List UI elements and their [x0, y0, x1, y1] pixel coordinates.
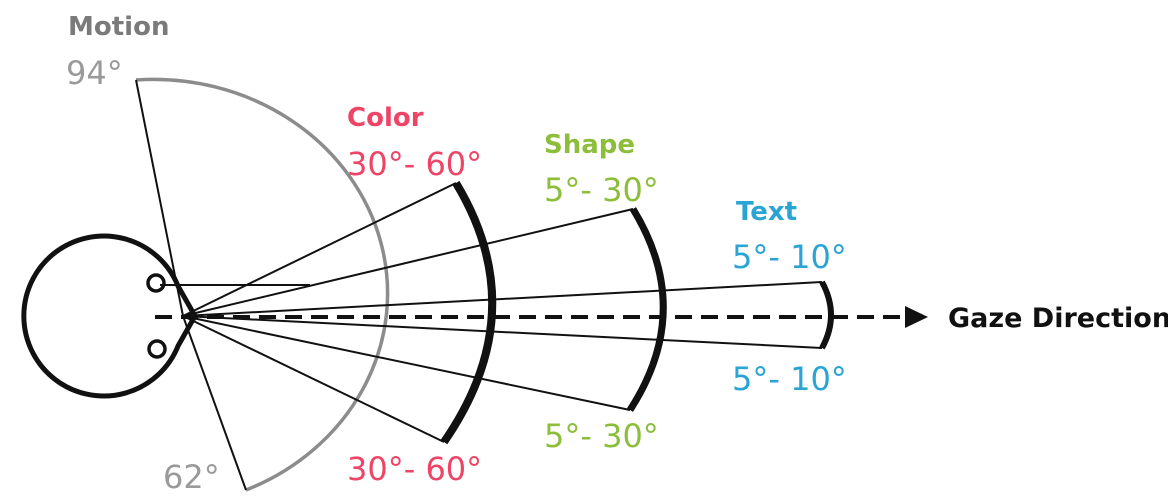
eye-lower-marker: [147, 339, 167, 359]
field-rays: [135, 79, 823, 491]
text-field-arc: [819, 280, 834, 350]
eye-outline: [21, 233, 198, 399]
gaze-direction-label: Gaze Direction: [948, 303, 1168, 334]
color-upper-value: 30°- 60°: [347, 145, 482, 183]
eye-upper-marker: [146, 273, 166, 293]
color-field-arc: [440, 180, 497, 445]
shape-title: Shape: [544, 130, 635, 160]
text-lower-ray: [182, 315, 823, 349]
motion-lower-ray: [182, 315, 247, 491]
color-lower-value: 30°- 60°: [347, 450, 482, 488]
eye: [21, 233, 198, 399]
text-upper-ray: [182, 281, 823, 317]
shape-lower-value: 5°- 30°: [544, 417, 659, 455]
motion-lower-value: 62°: [163, 458, 220, 496]
color-lower-ray: [182, 315, 445, 443]
text-title: Text: [736, 197, 797, 227]
color-upper-ray: [182, 182, 457, 317]
shape-upper-ray: [182, 208, 634, 317]
motion-upper-value: 94°: [66, 54, 123, 92]
motion-field-arc: [135, 77, 390, 492]
shape-lower-ray: [182, 315, 631, 411]
shape-field-arc: [627, 207, 667, 412]
gaze-arrowhead: [905, 306, 928, 328]
text-upper-value: 5°- 10°: [732, 238, 847, 276]
motion-title: Motion: [68, 12, 169, 42]
shape-upper-value: 5°- 30°: [544, 171, 659, 209]
color-title: Color: [347, 103, 424, 133]
text-lower-value: 5°- 10°: [732, 360, 847, 398]
